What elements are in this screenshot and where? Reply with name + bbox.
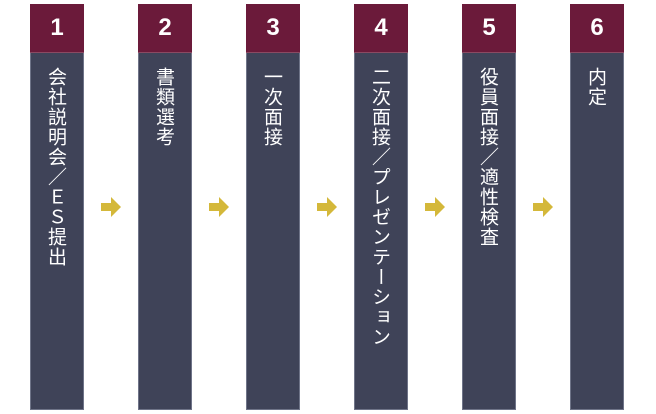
step-3: 3 一次面接 [246, 4, 300, 410]
step-label: 書類選考 [153, 67, 175, 147]
step-label: 内定 [585, 67, 607, 107]
arrow-right-icon [533, 197, 553, 217]
arrow-right-icon [101, 197, 121, 217]
step-5: 5 役員面接／適性検査 [462, 4, 516, 410]
step-2: 2 書類選考 [138, 4, 192, 410]
arrow-right-icon [209, 197, 229, 217]
arrow-right-icon [317, 197, 337, 217]
step-number: 6 [570, 4, 624, 53]
step-number: 2 [138, 4, 192, 53]
step-label: 会社説明会／ＥＳ提出 [45, 67, 67, 267]
step-6: 6 内定 [570, 4, 624, 410]
step-label: 一次面接 [261, 67, 283, 147]
step-1: 1 会社説明会／ＥＳ提出 [30, 4, 84, 410]
step-label: 二次面接／プレゼンテーション [369, 67, 391, 347]
step-number: 1 [30, 4, 84, 53]
arrow-right-icon [425, 197, 445, 217]
step-4: 4 二次面接／プレゼンテーション [354, 4, 408, 410]
step-number: 4 [354, 4, 408, 53]
step-label: 役員面接／適性検査 [477, 67, 499, 247]
step-number: 5 [462, 4, 516, 53]
step-number: 3 [246, 4, 300, 53]
